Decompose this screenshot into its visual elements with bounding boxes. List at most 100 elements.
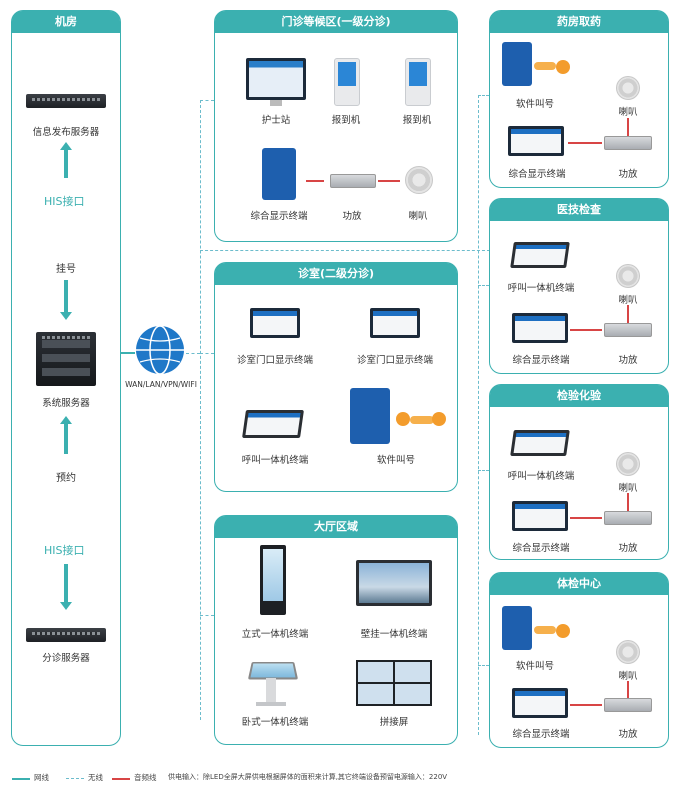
medtech-title: 医技检查 <box>490 199 668 221</box>
network-branch <box>478 285 489 286</box>
system-server-icon <box>36 332 96 386</box>
splicing-screen-icon <box>356 660 432 706</box>
amplifier-icon <box>330 174 376 188</box>
legend-network: 网线 <box>34 773 49 782</box>
display-terminal-label: 综合显示终端 <box>250 211 308 222</box>
call-terminal-icon <box>510 430 570 456</box>
network-branch <box>478 95 489 96</box>
legend-network-swatch <box>12 778 30 780</box>
call-terminal-label: 呼叫一体机终端 <box>241 455 309 466</box>
software-call-icon <box>502 42 532 86</box>
badge-icon <box>396 412 410 426</box>
speaker-icon <box>405 166 433 194</box>
checkup-display-label: 综合显示终端 <box>512 729 570 740</box>
amplifier-label: 功放 <box>342 211 362 222</box>
network-label: WAN/LAN/VPN/WIFI <box>125 380 197 389</box>
register-label: 挂号 <box>56 264 76 275</box>
machine-room-title: 机房 <box>12 11 120 33</box>
wall-terminal-label: 壁挂一体机终端 <box>360 629 428 640</box>
standing-terminal-icon <box>260 545 286 615</box>
network-branch <box>200 615 214 616</box>
checkup-title: 体检中心 <box>490 573 668 595</box>
speaker-icon <box>616 264 640 288</box>
horizontal-terminal-label: 卧式一体机终端 <box>241 717 309 728</box>
nurse-station-icon <box>246 58 306 100</box>
speaker-icon <box>616 640 640 664</box>
pharmacy-speaker-label: 喇叭 <box>618 107 638 118</box>
appointment-label: 预约 <box>56 473 76 484</box>
lab-display-label: 综合显示终端 <box>512 543 570 554</box>
call-terminal-icon <box>510 242 570 268</box>
display-terminal-icon <box>512 313 568 343</box>
badge-icon <box>556 60 570 74</box>
audio-line <box>306 180 324 182</box>
legend-power-note: 供电输入：除LED全屏大屏供电根据屏体的面积来计算,其它终端设备预留电源输入：2… <box>168 773 448 781</box>
software-call-icon <box>502 606 532 650</box>
network-branch <box>200 100 214 101</box>
arrow-up-icon <box>60 416 72 424</box>
medtech-amplifier-label: 功放 <box>618 355 638 366</box>
speaker-icon <box>616 76 640 100</box>
speaker-icon <box>616 452 640 476</box>
badge-icon <box>556 624 570 638</box>
waiting-area-title: 门诊等候区(一级分诊) <box>215 11 457 33</box>
door-display-icon <box>370 308 420 338</box>
door-display-label-2: 诊室门口显示终端 <box>356 355 433 366</box>
audio-line <box>570 329 602 331</box>
waiting-area-panel: 门诊等候区(一级分诊) <box>214 10 458 242</box>
medtech-speaker-label: 喇叭 <box>618 295 638 306</box>
legend-wireless: 无线 <box>88 773 103 782</box>
badge-icon <box>432 412 446 426</box>
info-server-label: 信息发布服务器 <box>32 127 100 138</box>
audio-line <box>570 517 602 519</box>
checkup-software-call-label: 软件叫号 <box>515 661 554 672</box>
audio-line <box>627 681 629 699</box>
call-terminal-icon <box>242 410 304 438</box>
arrow-shaft <box>64 424 68 454</box>
checkup-speaker-label: 喇叭 <box>618 671 638 682</box>
lab-amplifier-label: 功放 <box>618 543 638 554</box>
his-interface-top: HIS接口 <box>44 195 85 208</box>
wall-terminal-icon <box>356 560 432 606</box>
arrow-down-icon <box>60 602 72 610</box>
network-branch <box>478 470 489 471</box>
network-link <box>121 352 135 354</box>
display-terminal-icon <box>512 501 568 531</box>
checkin-kiosk-label-2: 报到机 <box>402 115 432 126</box>
speaker-label: 喇叭 <box>408 211 428 222</box>
display-terminal-icon <box>262 148 296 200</box>
system-server-label: 系统服务器 <box>42 398 90 409</box>
lab-title: 检验化验 <box>490 385 668 407</box>
triage-server-label: 分诊服务器 <box>42 653 90 664</box>
software-call-label: 软件叫号 <box>376 455 415 466</box>
network-bus-right <box>478 95 479 735</box>
audio-line <box>627 118 629 136</box>
triage-server-icon <box>26 628 106 642</box>
audio-line <box>627 493 629 511</box>
medtech-panel: 医技检查 <box>489 198 669 374</box>
checkup-amplifier-label: 功放 <box>618 729 638 740</box>
checkin-kiosk-label-1: 报到机 <box>331 115 361 126</box>
audio-line <box>570 704 602 706</box>
display-terminal-icon <box>508 126 564 156</box>
horizontal-terminal-icon <box>247 662 299 680</box>
legend-audio: 音频线 <box>134 773 157 782</box>
checkin-kiosk-icon <box>334 58 360 106</box>
audio-line <box>627 305 629 323</box>
his-interface-bottom: HIS接口 <box>44 544 85 557</box>
globe-icon <box>136 325 184 375</box>
audio-line <box>568 142 602 144</box>
audio-line <box>378 180 400 182</box>
clinic-room-panel: 诊室(二级分诊) <box>214 262 458 492</box>
amplifier-icon <box>604 323 652 337</box>
arrow-shaft <box>64 150 68 178</box>
amplifier-icon <box>604 136 652 150</box>
clinic-room-title: 诊室(二级分诊) <box>215 263 457 285</box>
arrow-shaft <box>64 564 68 602</box>
door-display-icon <box>250 308 300 338</box>
pharmacy-panel: 药房取药 <box>489 10 669 188</box>
arrow-down-icon <box>60 312 72 320</box>
network-branch <box>478 665 489 666</box>
standing-terminal-label: 立式一体机终端 <box>241 629 309 640</box>
hall-title: 大厅区域 <box>215 516 457 538</box>
